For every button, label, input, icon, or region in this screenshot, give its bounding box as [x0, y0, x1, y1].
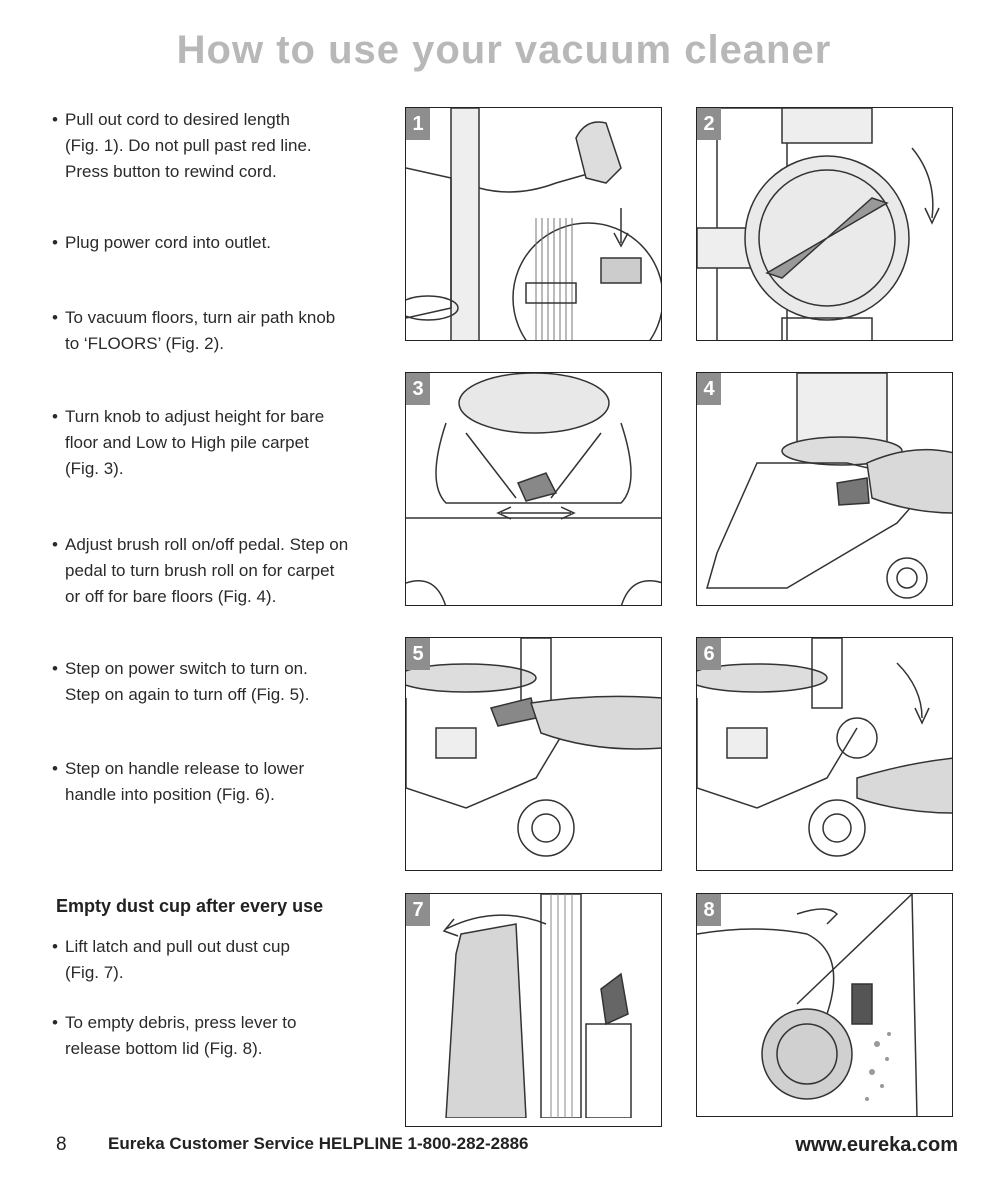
instruction-air-path: • To vacuum floors, turn air path knob t…	[52, 308, 336, 353]
figure-4-illustration	[706, 373, 952, 599]
figure-4-number: 4	[697, 373, 721, 405]
figure-8: 8	[696, 893, 953, 1117]
instruction-cord: • Pull out cord to desired length (Fig. …	[52, 110, 312, 181]
figure-6-illustration	[697, 638, 952, 857]
instruction-dust-cup: • Lift latch and pull out dust cup (Fig.…	[52, 937, 290, 982]
figure-1: 1	[405, 107, 662, 341]
page-number: 8	[56, 1134, 67, 1155]
figure-4: 4	[696, 372, 953, 606]
figure-2-number: 2	[697, 108, 721, 140]
figure-3-number: 3	[406, 373, 430, 405]
instruction-power: • Step on power switch to turn on. Step …	[52, 659, 310, 704]
figure-3: 3	[405, 372, 662, 606]
figure-8-number: 8	[697, 894, 721, 926]
figure-6-number: 6	[697, 638, 721, 670]
figure-1-number: 1	[406, 108, 430, 140]
website-link[interactable]: www.eureka.com	[795, 1134, 958, 1156]
figure-5-number: 5	[406, 638, 430, 670]
instruction-height: • Turn knob to adjust height for bare fl…	[52, 407, 325, 478]
figure-1-illustration	[406, 108, 661, 340]
figure-6: 6	[696, 637, 953, 871]
page-title: How to use your vacuum cleaner	[176, 28, 832, 72]
instruction-brush-roll: • Adjust brush roll on/off pedal. Step o…	[52, 535, 349, 606]
figure-7-number: 7	[406, 894, 430, 926]
figure-7: 7	[405, 893, 662, 1127]
instruction-empty-debris: • To empty debris, press lever to releas…	[52, 1013, 297, 1058]
helpline: Eureka Customer Service HELPLINE 1-800-2…	[108, 1134, 529, 1153]
figure-3-illustration	[406, 373, 661, 605]
instruction-handle: • Step on handle release to lower handle…	[52, 759, 305, 804]
figure-5: 5	[405, 637, 662, 871]
dust-cup-heading: Empty dust cup after every use	[56, 896, 324, 916]
instruction-plug: • Plug power cord into outlet.	[52, 233, 272, 252]
figure-2: 2	[696, 107, 953, 341]
figure-8-illustration	[697, 894, 918, 1116]
figure-7-illustration	[442, 894, 632, 1118]
figure-5-illustration	[406, 638, 661, 857]
figure-2-illustration	[697, 108, 940, 340]
